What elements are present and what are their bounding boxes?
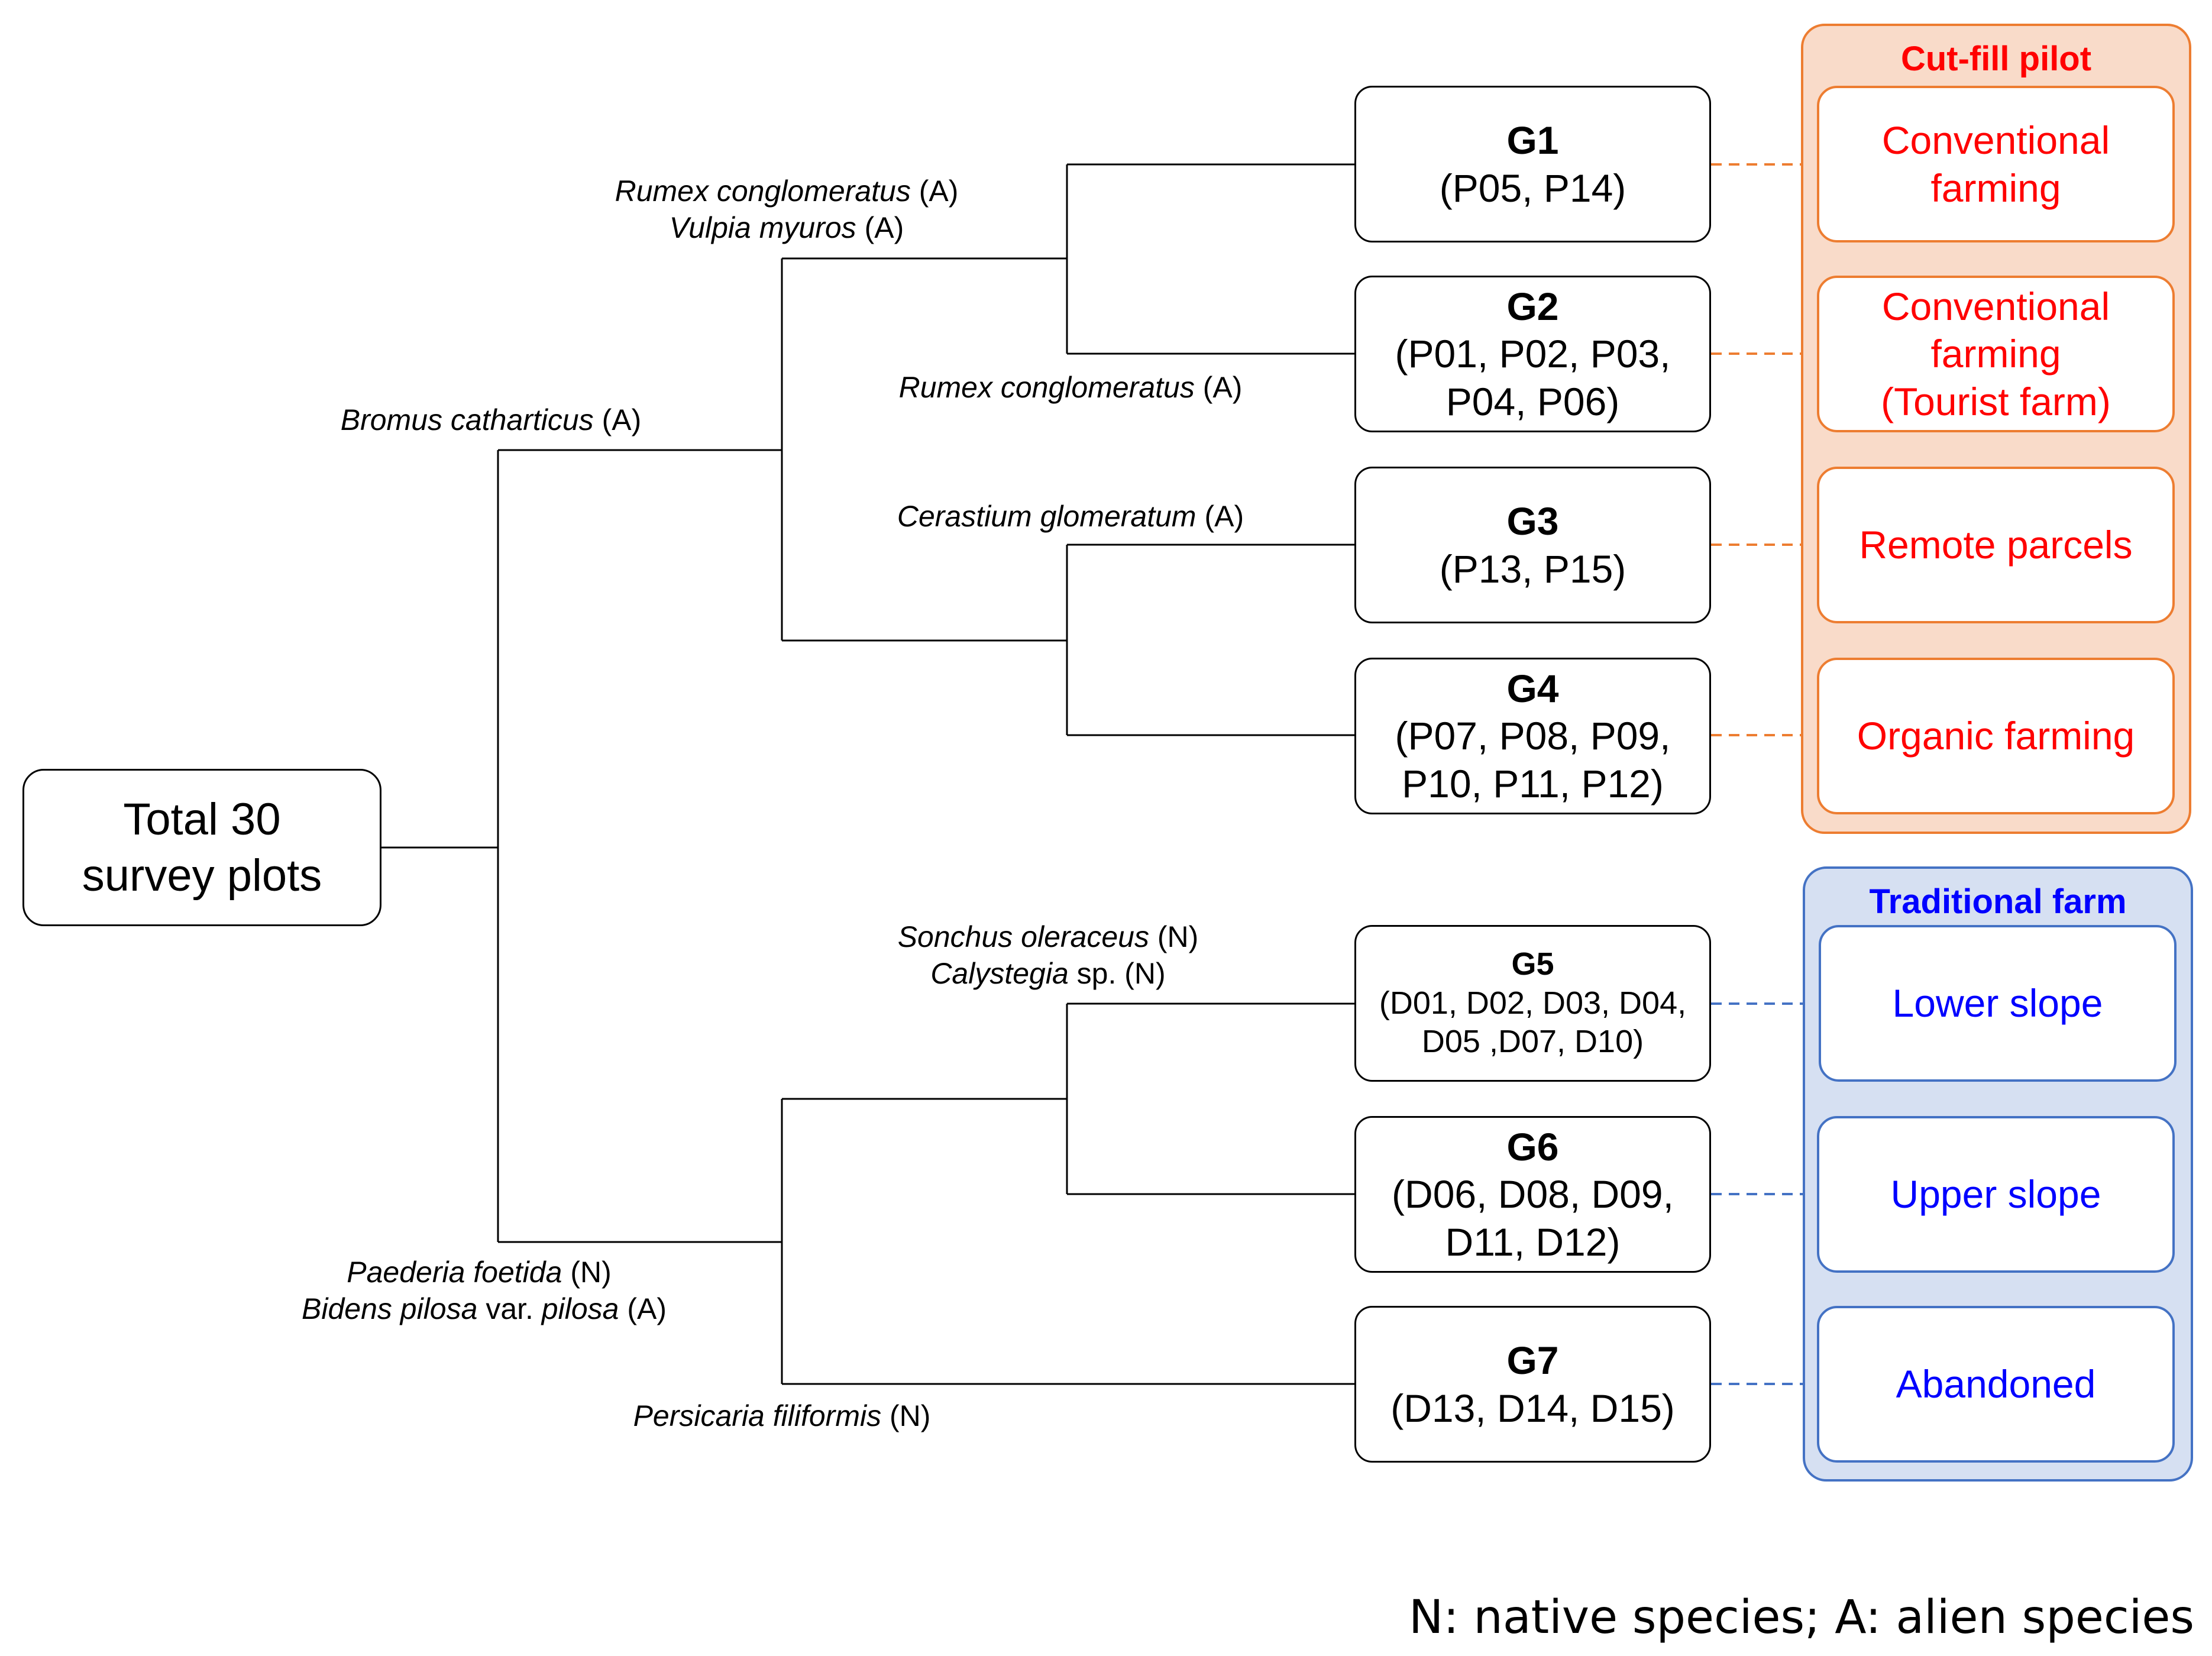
- group-plots: (D01, D02, D03, D04,: [1379, 985, 1687, 1021]
- group-name: G7: [1506, 1338, 1559, 1382]
- species-name: Persicaria filiformis: [633, 1399, 882, 1432]
- category-organic-farming: Organic farming: [1817, 658, 2175, 814]
- species-name: Bromus catharticus: [340, 403, 594, 436]
- category-conventional-tourist: Conventional farming (Tourist farm): [1817, 276, 2175, 432]
- category-upper-slope: Upper slope: [1817, 1116, 2175, 1273]
- species-variety: pilosa: [541, 1292, 619, 1325]
- group-node-g5: G5 (D01, D02, D03, D04, D05 ,D07, D10): [1354, 925, 1711, 1082]
- category-line-1: Abandoned: [1896, 1362, 2096, 1406]
- root-line-1: Total 30: [123, 794, 281, 845]
- species-name: Vulpia myuros: [669, 211, 856, 244]
- species-tag: (A): [1194, 371, 1243, 404]
- species-tag: (A): [619, 1292, 667, 1325]
- species-tag: (A): [856, 211, 904, 244]
- legend-text: N: native species; A: alien species: [1409, 1591, 2194, 1644]
- group-name: G6: [1506, 1124, 1559, 1169]
- species-name: Cerastium glomeratum: [897, 500, 1196, 533]
- group-name: G1: [1506, 118, 1559, 162]
- category-line-2: farming: [1930, 332, 2061, 376]
- group-node-g7: G7 (D13, D14, D15): [1354, 1306, 1711, 1463]
- species-label-sonchus-calystegia: Sonchus oleraceus (N) Calystegia sp. (N): [871, 918, 1225, 992]
- species-label-rumex-vulpia: Rumex conglomeratus (A) Vulpia myuros (A…: [609, 173, 964, 246]
- group-node-g3: G3 (P13, P15): [1354, 467, 1711, 623]
- category-line-1: Upper slope: [1890, 1172, 2101, 1217]
- category-remote-parcels: Remote parcels: [1817, 467, 2175, 623]
- category-line-1: Conventional: [1881, 118, 2110, 162]
- category-abandoned: Abandoned: [1817, 1306, 2175, 1463]
- species-name: Rumex conglomeratus: [615, 174, 911, 208]
- panel-title-cut-fill: Cut-fill pilot: [1900, 40, 2092, 78]
- category-line-1: Remote parcels: [1859, 523, 2133, 567]
- group-node-g6: G6 (D06, D08, D09, D11, D12): [1354, 1116, 1711, 1273]
- species-label-paederia-bidens: Paederia foetida (N) Bidens pilosa var. …: [302, 1254, 667, 1327]
- species-name: Bidens pilosa: [302, 1292, 478, 1325]
- group-plots-cont: P10, P11, P12): [1402, 761, 1664, 806]
- species-label-persicaria: Persicaria filiformis (N): [604, 1398, 959, 1434]
- species-name: Sonchus oleraceus: [897, 920, 1149, 953]
- group-node-g2: G2 (P01, P02, P03, P04, P06): [1354, 276, 1711, 432]
- group-node-g1: G1 (P05, P14): [1354, 86, 1711, 242]
- species-name: Paederia foetida: [347, 1256, 562, 1289]
- category-line-2: farming: [1930, 166, 2061, 210]
- group-plots: (P01, P02, P03,: [1395, 332, 1671, 376]
- dendrogram-branches: [381, 163, 1354, 1385]
- category-conventional-farming: Conventional farming: [1817, 86, 2175, 242]
- group-plots: (D06, D08, D09,: [1392, 1172, 1674, 1217]
- group-name: G2: [1506, 284, 1559, 328]
- category-line-1: Organic farming: [1857, 714, 2135, 758]
- species-tag: (N): [1149, 920, 1199, 953]
- species-tag: (N): [881, 1399, 931, 1432]
- species-tag: sp. (N): [1068, 957, 1166, 990]
- species-tag: (A): [593, 403, 642, 436]
- category-line-3: (Tourist farm): [1881, 379, 2111, 423]
- group-name: G4: [1506, 666, 1559, 710]
- root-node: Total 30 survey plots: [22, 769, 381, 926]
- category-line-1: Conventional: [1881, 284, 2110, 328]
- species-label-rumex: Rumex conglomeratus (A): [893, 369, 1248, 406]
- category-line-1: Lower slope: [1892, 981, 2103, 1026]
- species-tag: (A): [910, 174, 959, 208]
- group-plots: (P05, P14): [1439, 166, 1626, 210]
- species-rank: var.: [477, 1292, 542, 1325]
- species-label-cerastium: Cerastium glomeratum (A): [893, 498, 1248, 535]
- species-name: Calystegia: [930, 957, 1069, 990]
- group-plots-cont: P04, P06): [1445, 379, 1620, 423]
- category-lower-slope: Lower slope: [1819, 925, 2177, 1082]
- group-name: G5: [1511, 946, 1554, 982]
- group-plots: (D13, D14, D15): [1390, 1386, 1675, 1430]
- group-node-g4: G4 (P07, P08, P09, P10, P11, P12): [1354, 658, 1711, 814]
- species-name: Rumex conglomeratus: [898, 371, 1195, 404]
- group-plots-cont: D05 ,D07, D10): [1421, 1024, 1644, 1060]
- group-plots: (P13, P15): [1439, 546, 1626, 591]
- panel-title-traditional: Traditional farm: [1869, 882, 2127, 921]
- group-plots: (P07, P08, P09,: [1395, 714, 1671, 758]
- group-plots-cont: D11, D12): [1445, 1220, 1621, 1264]
- species-label-bromus: Bromus catharticus (A): [313, 402, 668, 438]
- species-tag: (A): [1196, 500, 1244, 533]
- group-name: G3: [1506, 499, 1559, 543]
- root-line-2: survey plots: [82, 850, 322, 901]
- species-tag: (N): [562, 1256, 612, 1289]
